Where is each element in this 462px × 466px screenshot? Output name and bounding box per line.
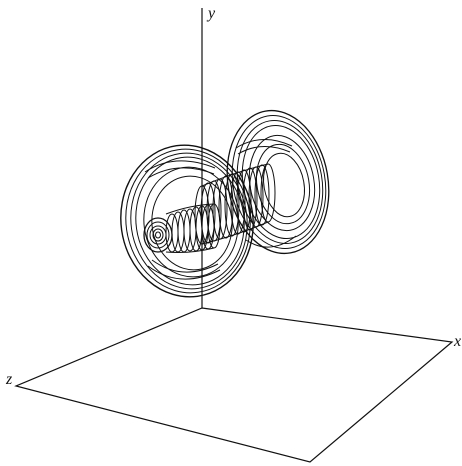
y-axis-label: y <box>206 5 216 22</box>
front-wheel <box>120 144 254 298</box>
z-axis-label: z <box>5 371 13 388</box>
axes-group <box>14 8 454 463</box>
wheel-arcs <box>144 139 297 280</box>
shaft-rings <box>194 163 276 245</box>
center-spiral <box>143 217 173 253</box>
x-axis-label: x <box>453 333 461 350</box>
inner-hub <box>165 203 221 253</box>
floor-plane <box>14 307 454 463</box>
contour-object <box>120 109 330 298</box>
